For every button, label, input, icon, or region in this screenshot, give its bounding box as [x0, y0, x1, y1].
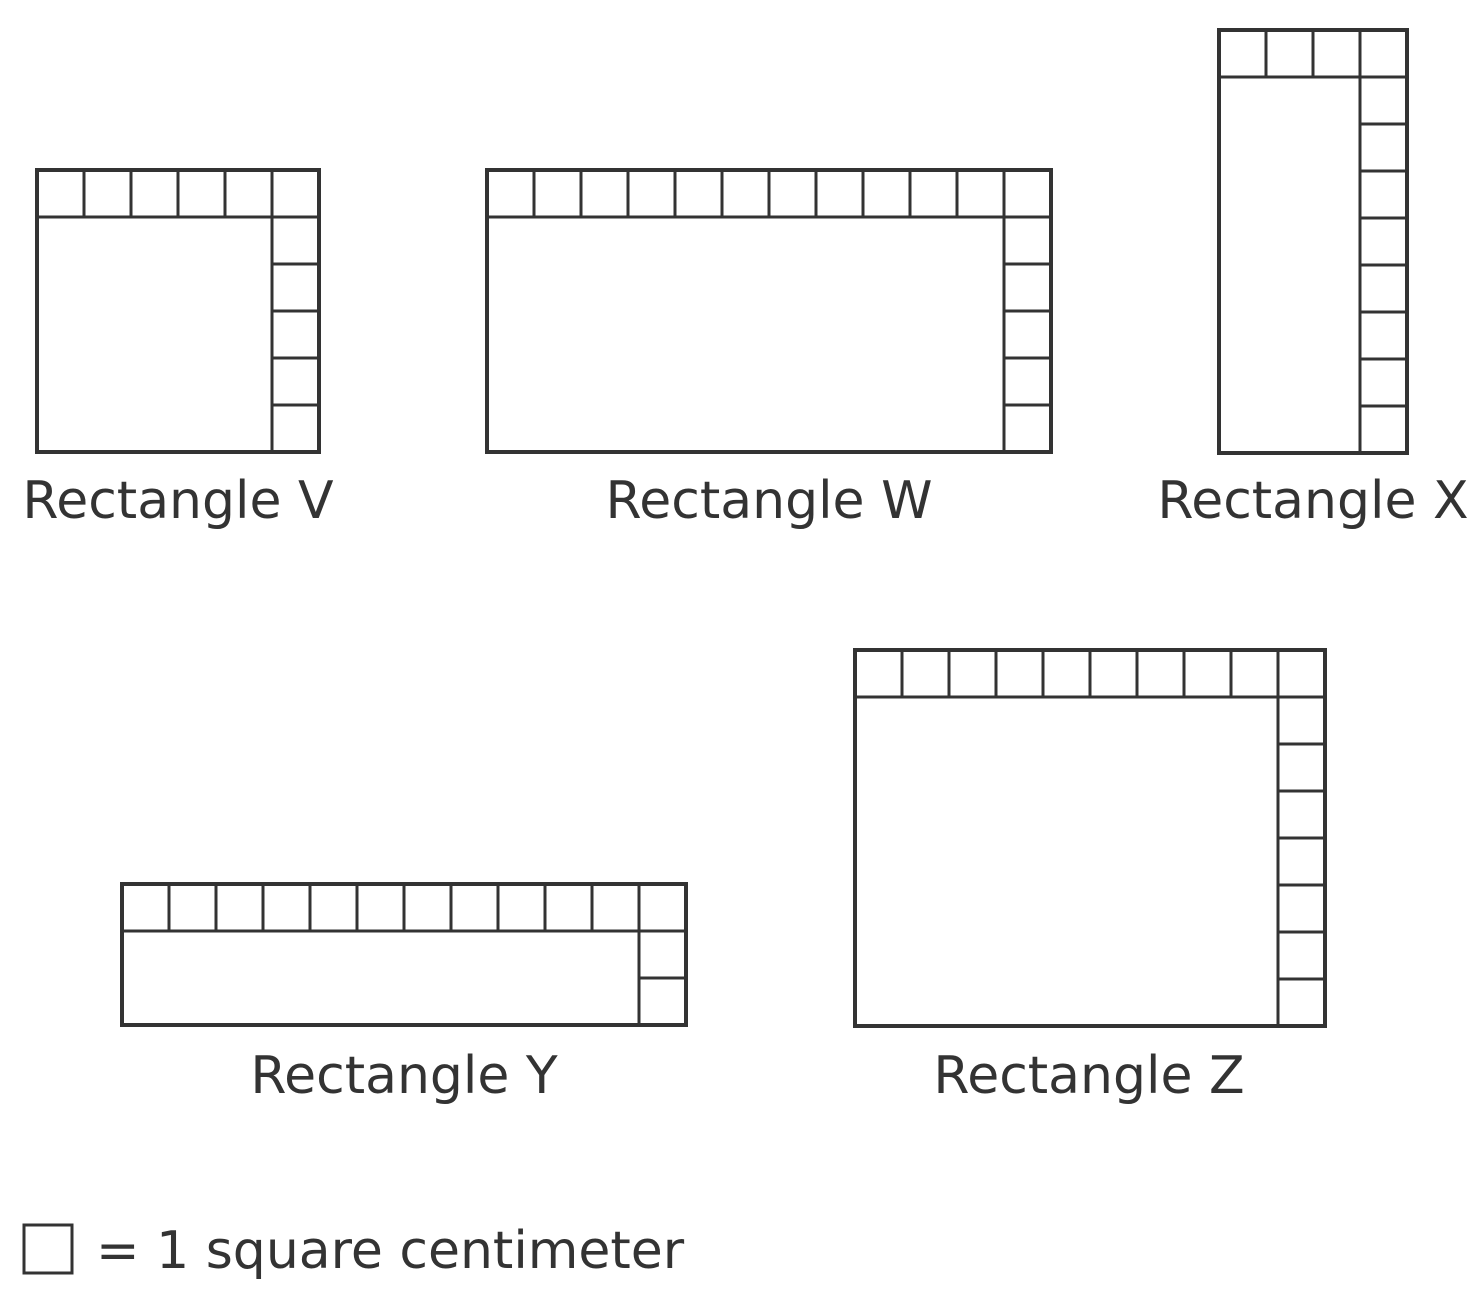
- rectangle-y-label: Rectangle Y: [250, 1046, 558, 1106]
- unit-square: [1229, 648, 1280, 699]
- unit-square: [720, 168, 771, 219]
- unit-square: [35, 168, 86, 219]
- unit-square: [270, 168, 321, 219]
- unit-square: [270, 309, 321, 360]
- unit-square: [167, 882, 218, 933]
- rectangle-outline: [485, 168, 1053, 454]
- unit-square: [1276, 977, 1327, 1028]
- unit-square: [176, 168, 227, 219]
- rectangle-y: [120, 882, 688, 1027]
- unit-square: [1358, 122, 1409, 173]
- rectangle-z-label: Rectangle Z: [933, 1046, 1244, 1106]
- unit-square: [1135, 648, 1186, 699]
- legend-text: = 1 square centimeter: [96, 1221, 685, 1281]
- unit-square: [402, 882, 453, 933]
- unit-square: [1088, 648, 1139, 699]
- unit-square: [1041, 648, 1092, 699]
- unit-square: [223, 168, 274, 219]
- unit-square: [82, 168, 133, 219]
- rectangle-x: [1217, 28, 1409, 455]
- unit-square: [532, 168, 583, 219]
- unit-square: [1358, 357, 1409, 408]
- unit-square: [270, 403, 321, 454]
- unit-square: [1182, 648, 1233, 699]
- unit-square: [947, 648, 998, 699]
- unit-square: [1217, 28, 1268, 79]
- unit-square: [900, 648, 951, 699]
- unit-square: [1276, 742, 1327, 793]
- unit-square: [673, 168, 724, 219]
- unit-square: [1002, 215, 1053, 266]
- rectangle-outline: [120, 882, 688, 1027]
- rectangle-outline: [1217, 28, 1409, 455]
- unit-square: [1276, 883, 1327, 934]
- unit-square: [261, 882, 312, 933]
- unit-square: [1002, 262, 1053, 313]
- unit-square: [1358, 216, 1409, 267]
- unit-square: [485, 168, 536, 219]
- rectangle-z: [853, 648, 1327, 1028]
- unit-square: [1311, 28, 1362, 79]
- unit-square: [1276, 930, 1327, 981]
- unit-square: [270, 356, 321, 407]
- unit-square: [861, 168, 912, 219]
- unit-square: [994, 648, 1045, 699]
- unit-square: [1358, 263, 1409, 314]
- rectangle-v: [35, 168, 321, 454]
- unit-square: [1002, 403, 1053, 454]
- unit-square: [1002, 168, 1053, 219]
- rectangle-w-label: Rectangle W: [606, 471, 933, 531]
- unit-square: [1358, 28, 1409, 79]
- unit-square: [1358, 169, 1409, 220]
- unit-square: [449, 882, 500, 933]
- rectangle-outline: [35, 168, 321, 454]
- unit-square: [637, 882, 688, 933]
- unit-square: [814, 168, 865, 219]
- unit-square: [1276, 648, 1327, 699]
- unit-square: [1002, 356, 1053, 407]
- unit-square: [955, 168, 1006, 219]
- unit-square: [270, 262, 321, 313]
- rectangle-x-label: Rectangle X: [1157, 471, 1468, 531]
- rectangle-v-label: Rectangle V: [22, 471, 334, 531]
- unit-square: [1358, 404, 1409, 455]
- unit-square: [637, 976, 688, 1027]
- unit-square: [270, 215, 321, 266]
- unit-square: [496, 882, 547, 933]
- unit-square: [1002, 309, 1053, 360]
- unit-square: [543, 882, 594, 933]
- unit-square: [1358, 75, 1409, 126]
- legend-unit-square: [22, 1223, 74, 1275]
- unit-square: [767, 168, 818, 219]
- unit-square: [1358, 310, 1409, 361]
- unit-square: [214, 882, 265, 933]
- unit-square: [579, 168, 630, 219]
- unit-square: [908, 168, 959, 219]
- unit-square: [308, 882, 359, 933]
- unit-square: [626, 168, 677, 219]
- unit-square: [1276, 789, 1327, 840]
- unit-square: [120, 882, 171, 933]
- unit-square: [590, 882, 641, 933]
- unit-square: [1276, 836, 1327, 887]
- unit-square: [355, 882, 406, 933]
- rectangle-outline: [853, 648, 1327, 1028]
- rectangle-w: [485, 168, 1053, 454]
- unit-square: [1276, 695, 1327, 746]
- unit-square: [637, 929, 688, 980]
- unit-square: [853, 648, 904, 699]
- unit-square: [129, 168, 180, 219]
- unit-square: [1264, 28, 1315, 79]
